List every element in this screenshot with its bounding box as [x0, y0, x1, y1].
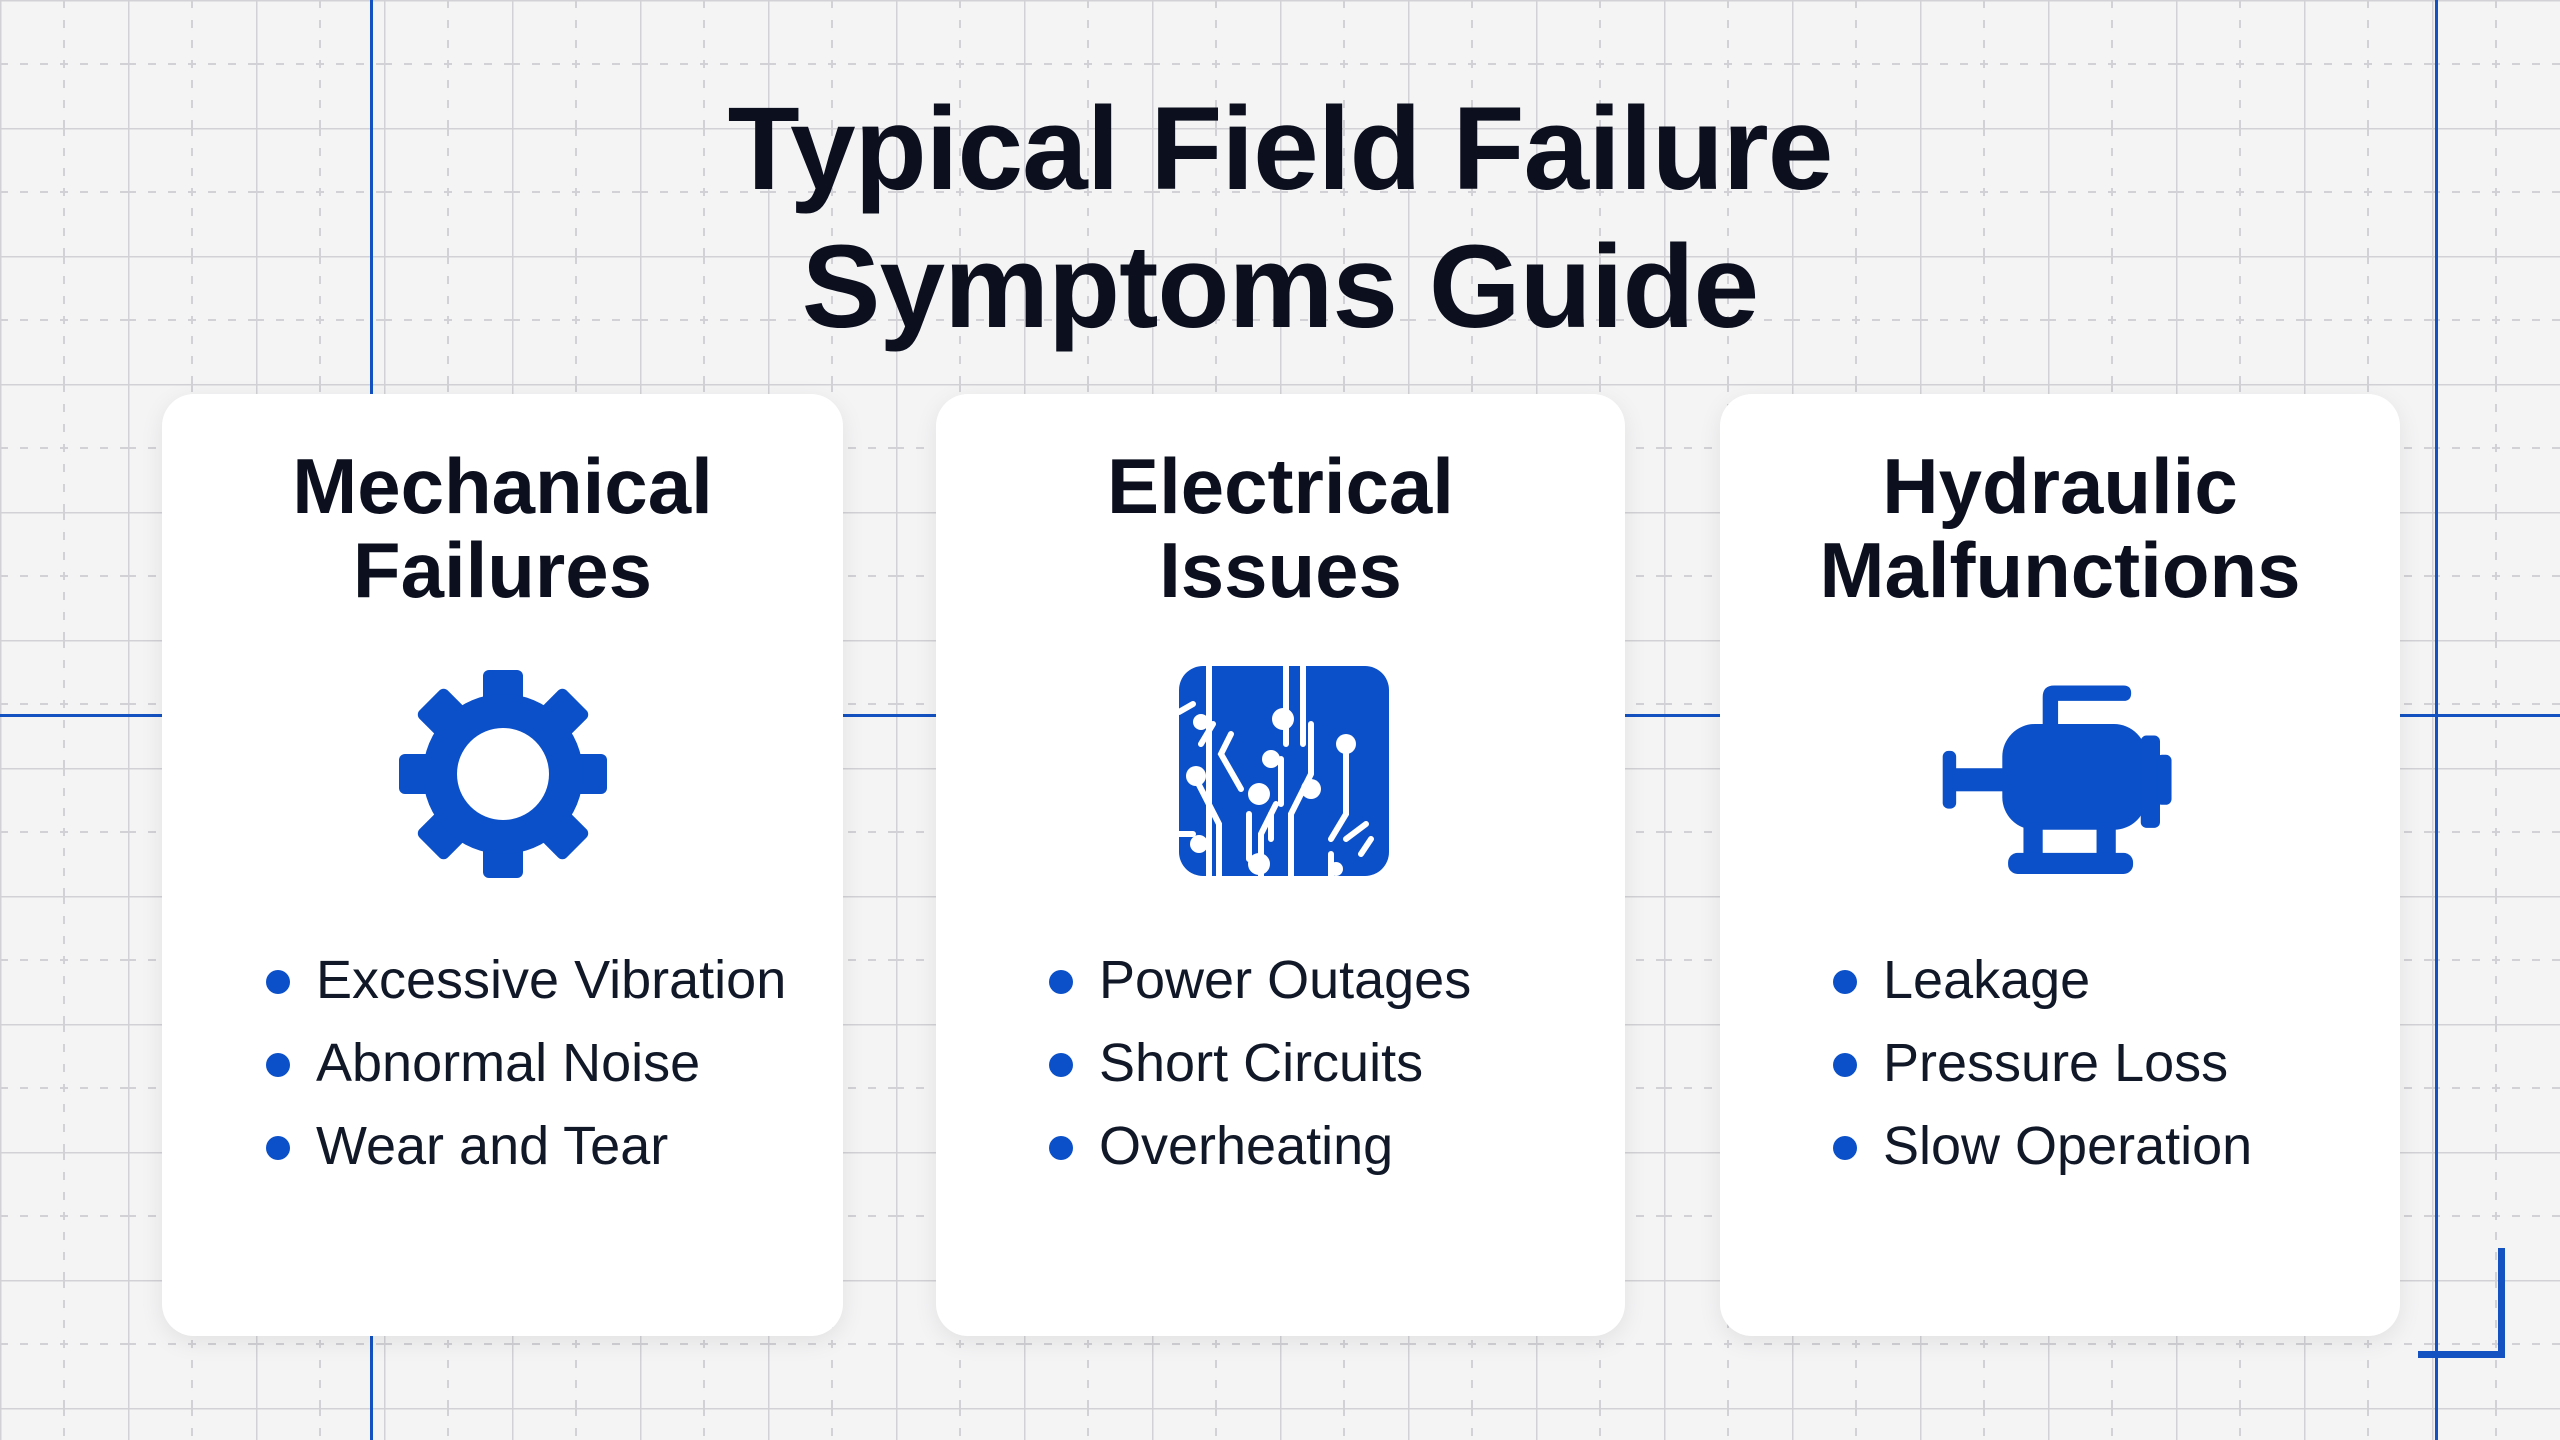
symptom-list: Excessive Vibration Abnormal Noise Wear …: [266, 939, 786, 1188]
bullet-icon: [266, 970, 290, 994]
list-item: Pressure Loss: [1833, 1022, 2252, 1105]
bullet-icon: [1049, 1136, 1073, 1160]
list-item: Slow Operation: [1833, 1105, 2252, 1188]
bullet-icon: [1049, 970, 1073, 994]
symptom-list: Leakage Pressure Loss Slow Operation: [1833, 939, 2252, 1188]
page-title: Typical Field Failure Symptoms Guide: [0, 80, 2560, 356]
corner-bracket-horizontal: [2418, 1351, 2505, 1358]
hydraulic-pump-icon: [1942, 685, 2172, 874]
list-item: Leakage: [1833, 939, 2252, 1022]
list-item: Overheating: [1049, 1105, 1471, 1188]
bullet-icon: [1833, 1053, 1857, 1077]
title-line-2: Symptoms Guide: [801, 221, 1759, 353]
bullet-icon: [1833, 1136, 1857, 1160]
bullet-icon: [266, 1136, 290, 1160]
list-item: Abnormal Noise: [266, 1022, 786, 1105]
title-line-1: Typical Field Failure: [727, 83, 1834, 215]
symptom-list: Power Outages Short Circuits Overheating: [1049, 939, 1471, 1188]
list-item: Power Outages: [1049, 939, 1471, 1022]
bullet-icon: [1049, 1053, 1073, 1077]
list-item: Short Circuits: [1049, 1022, 1471, 1105]
gear-icon: [398, 670, 607, 878]
list-item: Excessive Vibration: [266, 939, 786, 1022]
circuit-board-icon: [1175, 664, 1389, 879]
bullet-icon: [266, 1053, 290, 1077]
corner-bracket-vertical: [2498, 1248, 2505, 1358]
bullet-icon: [1833, 970, 1857, 994]
guide-line-vertical-right: [2435, 0, 2438, 1440]
list-item: Wear and Tear: [266, 1105, 786, 1188]
